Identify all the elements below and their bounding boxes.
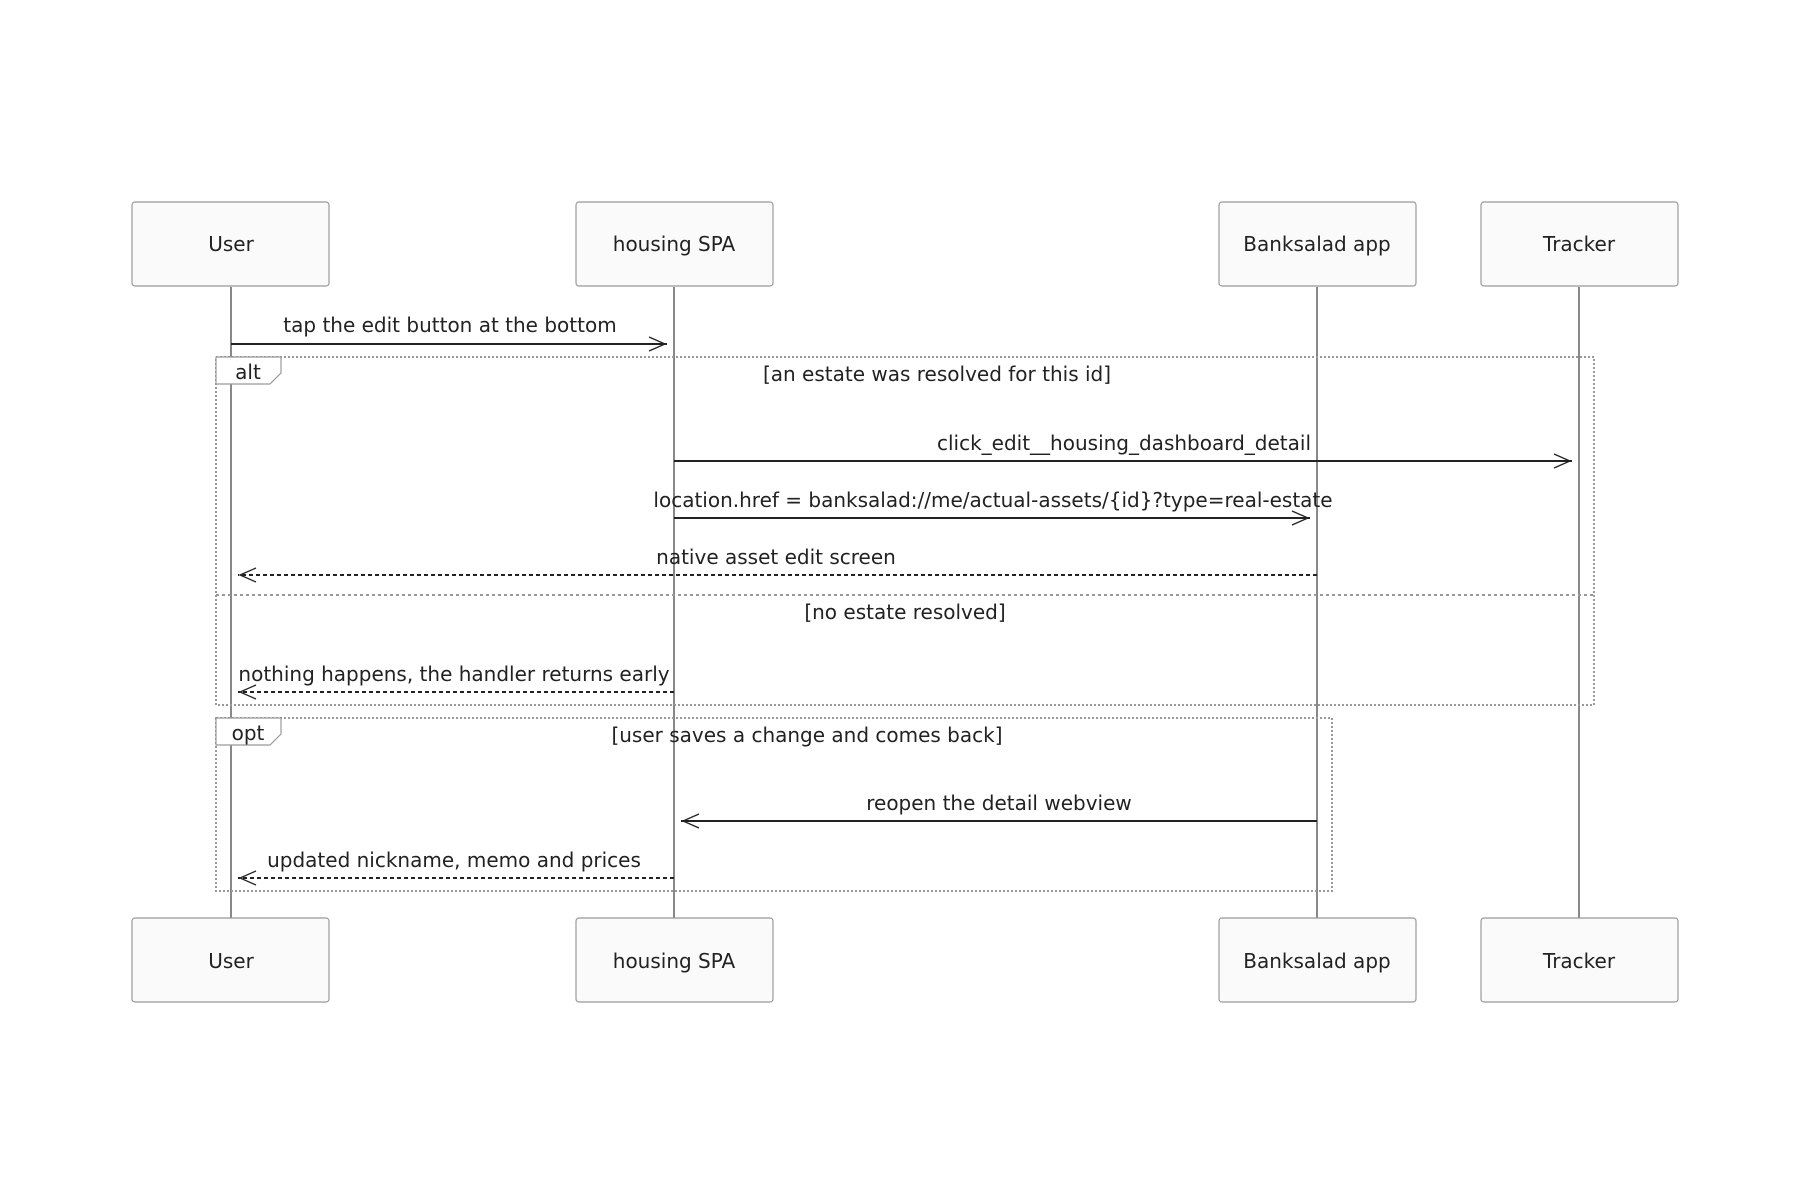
participant-housing-spa-bottom: housing SPA [575, 917, 774, 1003]
opt-fragment: opt [user saves a change and comes back] [215, 717, 1333, 892]
participant-label: Tracker [1542, 949, 1616, 973]
arrowhead [648, 336, 667, 352]
opt-tab [215, 717, 282, 746]
participant-label: Tracker [1542, 232, 1616, 256]
arrowhead [1553, 453, 1572, 469]
participant-box [575, 201, 774, 287]
alt-condition-not-resolved: [no estate resolved] [804, 600, 1005, 624]
participant-label: User [208, 232, 254, 256]
alt-condition-resolved: [an estate was resolved for this id] [763, 362, 1111, 386]
arrowhead [1291, 510, 1310, 526]
opt-keyword: opt [232, 721, 265, 745]
message-label: reopen the detail webview [866, 791, 1132, 815]
participant-label: housing SPA [613, 949, 736, 973]
arrowhead [238, 684, 257, 700]
participant-user-top: User [131, 201, 330, 287]
participant-box [1480, 201, 1679, 287]
message-label: updated nickname, memo and prices [267, 848, 641, 872]
participant-user-bottom: User [131, 917, 330, 1003]
message-location-href: location.href = banksalad://me/actual-as… [653, 488, 1333, 526]
participant-banksalad-app-bottom: Banksalad app [1218, 917, 1417, 1003]
opt-condition: [user saves a change and comes back] [611, 723, 1002, 747]
participant-label: housing SPA [613, 232, 736, 256]
participant-label: Banksalad app [1243, 232, 1390, 256]
participant-tracker-bottom: Tracker [1480, 917, 1679, 1003]
participant-box [1218, 917, 1417, 1003]
message-native-asset-edit-screen: native asset edit screen [238, 545, 1317, 583]
alt-tab [215, 356, 282, 385]
participant-box [575, 917, 774, 1003]
participant-box [131, 201, 330, 287]
participant-tracker-top: Tracker [1480, 201, 1679, 287]
alt-keyword: alt [235, 360, 261, 384]
message-reopen-detail-webview: reopen the detail webview [681, 791, 1317, 829]
message-label: click_edit__housing_dashboard_detail [937, 431, 1311, 455]
arrowhead [681, 813, 700, 829]
arrowhead [238, 870, 257, 886]
message-label: native asset edit screen [656, 545, 896, 569]
participant-box [131, 917, 330, 1003]
message-click-edit-tracking: click_edit__housing_dashboard_detail [674, 431, 1572, 469]
message-updated-values: updated nickname, memo and prices [238, 848, 674, 886]
alt-fragment: alt [an estate was resolved for this id]… [215, 356, 1595, 706]
participant-banksalad-app-top: Banksalad app [1218, 201, 1417, 287]
participant-label: Banksalad app [1243, 949, 1390, 973]
message-label: nothing happens, the handler returns ear… [238, 662, 669, 686]
message-label: tap the edit button at the bottom [283, 313, 616, 337]
participant-housing-spa-top: housing SPA [575, 201, 774, 287]
message-label: location.href = banksalad://me/actual-as… [653, 488, 1332, 512]
message-nothing-happens: nothing happens, the handler returns ear… [238, 662, 674, 700]
message-tap-edit-button: tap the edit button at the bottom [231, 313, 667, 352]
participant-box [1480, 917, 1679, 1003]
participant-box [1218, 201, 1417, 287]
participant-label: User [208, 949, 254, 973]
arrowhead [238, 567, 257, 583]
